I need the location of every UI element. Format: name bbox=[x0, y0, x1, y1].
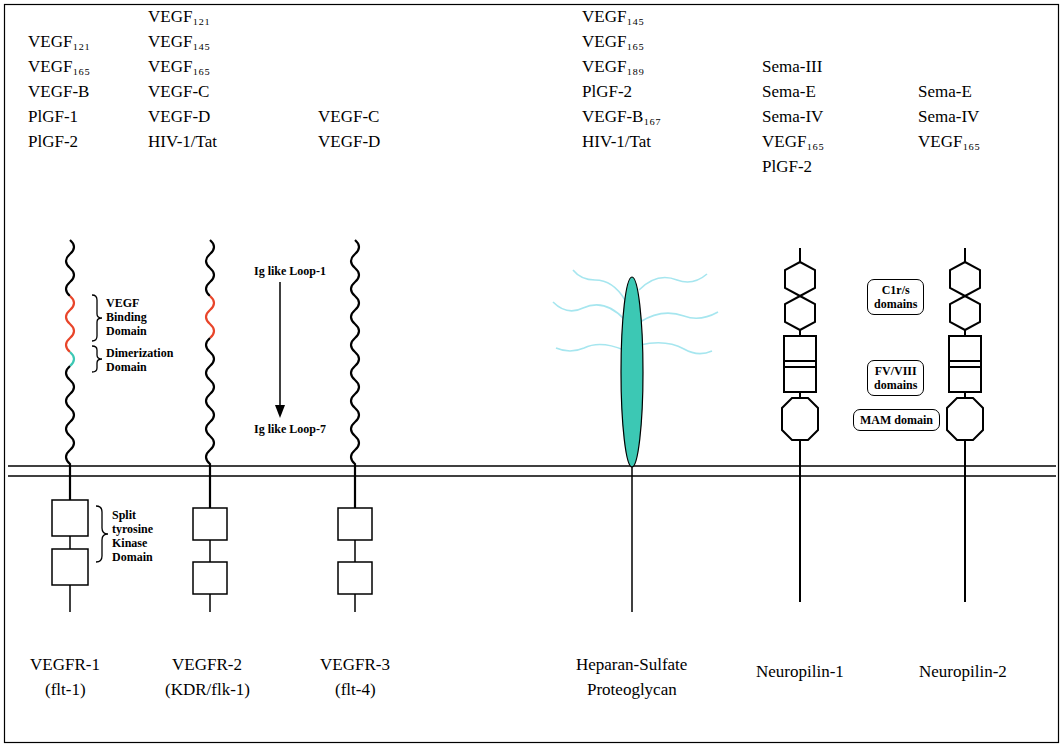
ligand-name: PlGF-1 bbox=[28, 107, 78, 127]
ligand-name: HIV-1/Tat bbox=[582, 132, 651, 152]
domain-label: FV/VIII domains bbox=[874, 364, 917, 392]
membrane-line bbox=[8, 465, 1056, 467]
ligand-name: PlGF-2 bbox=[582, 82, 632, 102]
ligand-name: Sema-E bbox=[918, 82, 972, 102]
ligand-name: VEGF₁₂₁ bbox=[28, 32, 90, 52]
ligand-name: Sema-III bbox=[762, 57, 822, 77]
vegfr3-receptor bbox=[338, 240, 372, 612]
frame bbox=[5, 5, 1059, 743]
ligand-name: PlGF-2 bbox=[28, 132, 78, 152]
vegfr2-receptor bbox=[193, 240, 227, 612]
ligand-name: VEGF-D bbox=[318, 132, 380, 152]
membrane-line bbox=[8, 475, 1056, 477]
domain-label: C1r/s domains bbox=[874, 283, 917, 311]
domain-annotation: Split tyrosine Kinase Domain bbox=[112, 508, 162, 564]
domain-box: MAM domain bbox=[853, 409, 940, 431]
neuropilin2-receptor bbox=[947, 248, 983, 602]
receptor-name: (KDR/flk-1) bbox=[165, 680, 250, 700]
ligand-name: VEGF₁₆₅ bbox=[582, 32, 644, 52]
receptor-name: VEGFR-3 bbox=[320, 655, 390, 675]
brace bbox=[92, 295, 108, 562]
loop-annotation: Ig like Loop-1 bbox=[254, 264, 326, 278]
loop-annotation: Ig like Loop-7 bbox=[254, 422, 326, 436]
ligand-name: Sema-IV bbox=[918, 107, 979, 127]
vegfr1-receptor bbox=[52, 240, 88, 612]
ligand-name: VEGF₁₄₅ bbox=[148, 32, 210, 52]
ligand-name: HIV-1/Tat bbox=[148, 132, 217, 152]
loop-arrow bbox=[275, 282, 285, 418]
ligand-name: VEGF-D bbox=[148, 107, 210, 127]
receptor-name: Heparan-Sulfate bbox=[576, 655, 687, 675]
ligand-name: VEGF₁₄₅ bbox=[582, 7, 644, 27]
receptor-name: VEGFR-1 bbox=[30, 655, 100, 675]
ligand-name: VEGF-B₁₆₇ bbox=[582, 107, 661, 127]
ligand-name: Sema-E bbox=[762, 82, 816, 102]
ligand-name: VEGF₁₆₅ bbox=[762, 132, 824, 152]
ligand-name: PlGF-2 bbox=[762, 157, 812, 177]
proteoglycan bbox=[553, 270, 718, 612]
ligand-name: VEGF₁₆₅ bbox=[28, 57, 90, 77]
domain-annotation: VEGF Binding Domain bbox=[106, 296, 156, 338]
receptor-name: Neuropilin-2 bbox=[919, 662, 1007, 682]
receptor-name: Neuropilin-1 bbox=[756, 662, 844, 682]
domain-label: MAM domain bbox=[860, 413, 933, 427]
ligand-name: VEGF-C bbox=[148, 82, 209, 102]
ligand-name: VEGF-B bbox=[28, 82, 89, 102]
ligand-name: VEGF-C bbox=[318, 107, 379, 127]
ligand-name: VEGF₁₂₁ bbox=[148, 7, 210, 27]
receptor-name: Proteoglycan bbox=[587, 680, 677, 700]
domain-box: C1r/s domains bbox=[867, 279, 924, 315]
receptor-name: (flt-1) bbox=[45, 680, 86, 700]
ligand-name: VEGF₁₈₉ bbox=[582, 57, 644, 77]
neuropilin1-receptor bbox=[782, 248, 818, 602]
ligand-name: Sema-IV bbox=[762, 107, 823, 127]
ligand-name: VEGF₁₆₅ bbox=[148, 57, 210, 77]
ligand-name: VEGF₁₆₅ bbox=[918, 132, 980, 152]
receptor-name: VEGFR-2 bbox=[172, 655, 242, 675]
domain-box: FV/VIII domains bbox=[867, 360, 924, 396]
domain-annotation: Dimerization Domain bbox=[106, 346, 181, 374]
receptor-name: (flt-4) bbox=[335, 680, 376, 700]
